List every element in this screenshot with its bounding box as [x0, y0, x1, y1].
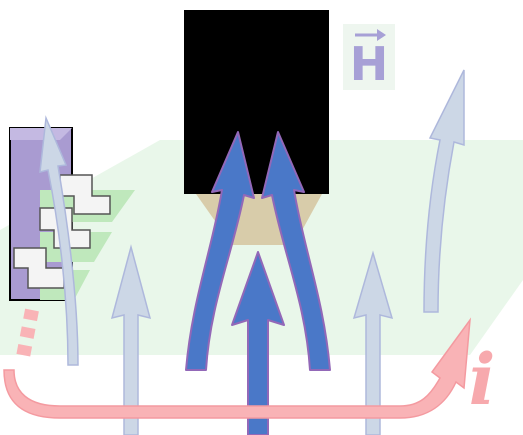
current-path — [3, 308, 471, 419]
step-block-1 — [59, 174, 111, 215]
flux-arrows — [185, 131, 331, 435]
field-arrow-right-curve — [423, 69, 465, 313]
substrate-top-edge — [10, 128, 72, 140]
field-arrow-left-curve — [39, 115, 79, 366]
field-arrows — [39, 69, 465, 435]
current-label-i: i — [468, 338, 496, 421]
step-block-3 — [13, 247, 65, 289]
write-head-magnet — [184, 10, 329, 194]
current-arrow — [3, 317, 471, 419]
vector-arrow-icon — [355, 29, 386, 41]
flux-arrow-left — [185, 131, 255, 371]
flux-arrow-right — [261, 131, 331, 371]
field-label-h: H — [349, 37, 389, 91]
current-path-dashes — [15, 308, 39, 364]
